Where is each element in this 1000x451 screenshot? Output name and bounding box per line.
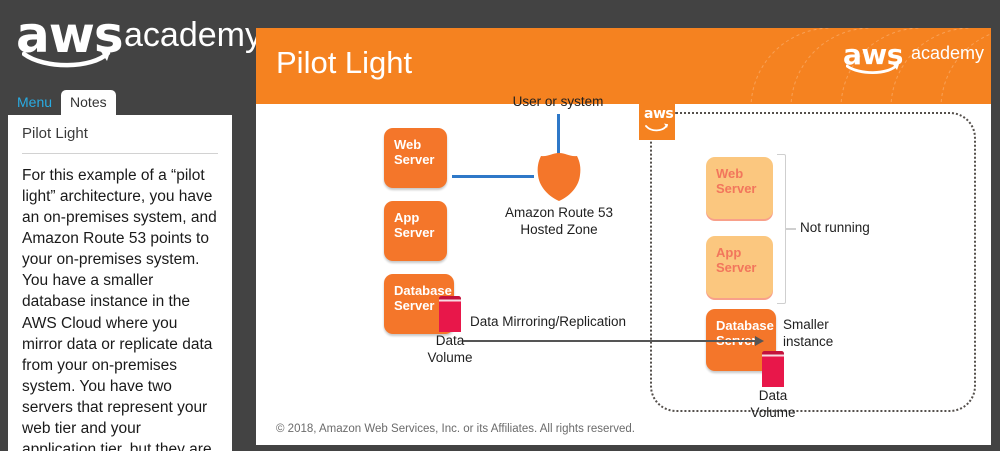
onprem-web-server-box: Web Server <box>384 128 447 188</box>
replication-label: Data Mirroring/Replication <box>470 314 627 329</box>
onprem-data-volume-icon <box>439 296 461 332</box>
aws-smile-icon <box>22 50 111 68</box>
aws-badge-wordmark: aws <box>644 106 674 122</box>
not-running-bracket-tick <box>786 228 796 230</box>
onprem-app-server-line1: App <box>394 210 420 225</box>
aws-badge-smile-icon <box>645 123 668 132</box>
connector-webserver-to-route53 <box>452 175 534 178</box>
onprem-app-server-box: App Server <box>384 201 447 261</box>
cloud-database-server-line1: Database <box>716 318 774 333</box>
cloud-data-volume-icon <box>762 351 784 387</box>
smaller-instance-line2: instance <box>783 333 834 349</box>
tab-menu[interactable]: Menu <box>17 94 53 110</box>
cloud-data-volume-label: Data Volume <box>734 388 812 422</box>
aws-academy-logo: aws academy <box>14 6 262 72</box>
tab-bar: Menu Notes <box>8 90 116 115</box>
notes-panel: Pilot Light For this example of a “pilot… <box>8 115 232 451</box>
tab-notes[interactable]: Notes <box>61 90 116 115</box>
slide: Pilot Light aws academy aws <box>256 28 991 445</box>
academy-wordmark: academy <box>124 16 262 54</box>
not-running-label: Not running <box>800 220 870 235</box>
smaller-instance-line1: Smaller <box>783 317 829 332</box>
replication-arrowhead-icon <box>755 336 764 346</box>
not-running-bracket <box>777 154 786 304</box>
onprem-web-server-line1: Web <box>394 137 422 152</box>
slide-academy-wordmark: academy <box>911 43 985 63</box>
cloud-web-server-box: Web Server <box>706 157 773 219</box>
aws-cloud-boundary <box>650 112 976 412</box>
onprem-volume-line1: Data <box>435 333 465 348</box>
slide-header: Pilot Light aws academy <box>256 28 991 104</box>
slide-aws-academy-logo: aws academy <box>843 38 984 89</box>
route53-shield-icon <box>537 153 581 201</box>
route53-label-line1: Amazon Route 53 <box>504 205 614 220</box>
connector-user-to-route53 <box>557 114 560 154</box>
notes-title: Pilot Light <box>22 125 88 142</box>
sidebar: aws academy Menu Notes Pilot Light For th… <box>0 0 262 451</box>
cloud-volume-line1: Data <box>758 388 788 403</box>
user-or-system-label: User or system <box>512 94 604 109</box>
header-arc-decoration <box>750 28 991 104</box>
slide-aws-wordmark: aws <box>843 38 903 71</box>
cloud-web-server-line2: Server <box>716 181 757 197</box>
notes-body-text: For this example of a “pilot light” arch… <box>22 167 217 451</box>
onprem-database-server-line2: Server <box>394 298 435 314</box>
cloud-volume-line2: Volume <box>750 404 796 420</box>
route53-label: Amazon Route 53 Hosted Zone <box>478 205 640 239</box>
cloud-web-server-line1: Web <box>716 166 744 181</box>
cloud-app-server-box: App Server <box>706 236 773 298</box>
smaller-instance-label: Smaller instance <box>783 317 893 351</box>
cloud-app-server-line2: Server <box>716 260 757 276</box>
slide-footer: © 2018, Amazon Web Services, Inc. or its… <box>276 423 635 435</box>
onprem-app-server-line2: Server <box>394 225 435 241</box>
onprem-data-volume-label: Data Volume <box>411 333 489 367</box>
route53-label-line2: Hosted Zone <box>520 221 598 237</box>
replication-arrow-line <box>463 340 759 342</box>
notes-divider <box>22 153 218 154</box>
onprem-database-server-line1: Database <box>394 283 452 298</box>
diagram-canvas: aws Web Server App Server Database Serve… <box>256 94 991 445</box>
onprem-web-server-line2: Server <box>394 152 435 168</box>
cloud-app-server-line1: App <box>716 245 742 260</box>
slide-aws-smile-icon <box>846 63 899 75</box>
aws-cloud-badge-icon: aws <box>639 104 675 140</box>
slide-title: Pilot Light <box>276 45 413 80</box>
onprem-volume-line2: Volume <box>427 349 473 365</box>
